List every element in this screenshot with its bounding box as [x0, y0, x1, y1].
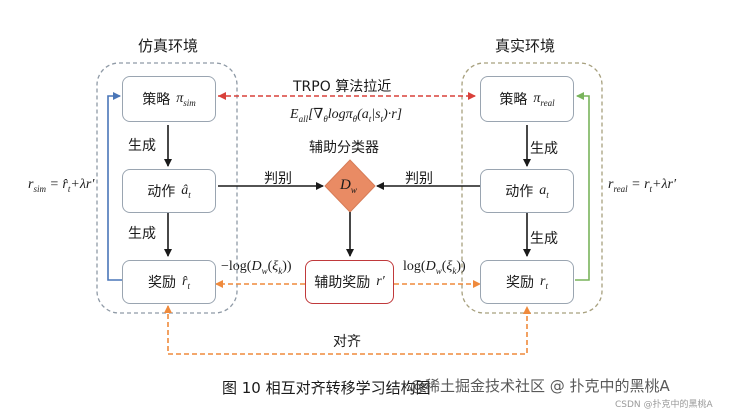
- real-action-symbol: at: [539, 182, 549, 200]
- real-action-box: 动作 at: [480, 169, 574, 213]
- sim-feedback-line: [107, 92, 122, 281]
- trpo-label: TRPO 算法拉近: [293, 79, 392, 95]
- real-reward-symbol: rt: [540, 273, 548, 291]
- aux-reward-label: 辅助奖励: [314, 275, 371, 291]
- real-policy-label: 策略: [499, 92, 528, 108]
- sim-action-symbol: ât: [181, 182, 191, 200]
- real-reward-box: 奖励 rt: [480, 260, 574, 304]
- sim-reward-box: 奖励 r̂t: [122, 260, 216, 304]
- watermark-csdn: CSDN @扑克中的黑桃A: [615, 400, 713, 410]
- aux-reward-symbol: r′: [376, 274, 385, 289]
- sim-reward-formula: rsim = r̂t+λr′: [28, 177, 95, 194]
- real-reward-label: 奖励: [506, 275, 535, 291]
- trpo-formula: Eall[∇θlogπθ(at|st)·r]: [290, 107, 403, 124]
- sim-policy-symbol: πsim: [176, 90, 196, 108]
- aux-reward-box: 辅助奖励 r′: [305, 260, 394, 304]
- trpo-arrow-left-head: [218, 92, 226, 100]
- sim-reward-symbol: r̂t: [182, 273, 190, 291]
- sim-env-title: 仿真环境: [138, 37, 199, 55]
- sim-generate-label-1: 生成: [128, 138, 156, 154]
- discriminator-symbol: Dw: [340, 177, 357, 195]
- sim-action-label: 动作: [147, 184, 176, 200]
- align-label: 对齐: [333, 334, 361, 350]
- align-line: [167, 306, 531, 355]
- sim-env-container: [96, 62, 238, 314]
- sim-policy-label: 策略: [142, 92, 171, 108]
- right-log-label: log(Dw(ξk)): [403, 259, 466, 276]
- real-policy-box: 策略 πreal: [480, 76, 574, 122]
- sim-judge-label: 判别: [264, 171, 292, 187]
- real-reward-formula: rreal = rt+λr′: [608, 177, 677, 194]
- real-action-label: 动作: [505, 184, 534, 200]
- watermark-main: @稀土掘金技术社区 @ 扑克中的黑桃A: [410, 377, 670, 395]
- real-generate-label-2: 生成: [530, 231, 558, 247]
- real-env-container: [461, 62, 603, 314]
- real-judge-label: 判别: [405, 171, 433, 187]
- real-generate-label-1: 生成: [530, 141, 558, 157]
- left-log-label: −log(Dw(ξk)): [221, 259, 292, 276]
- real-feedback-line: [575, 92, 590, 281]
- sim-generate-label-2: 生成: [128, 226, 156, 242]
- sim-action-box: 动作 ât: [122, 169, 216, 213]
- aux-classifier-label: 辅助分类器: [309, 140, 379, 156]
- sim-policy-box: 策略 πsim: [122, 76, 216, 122]
- figure-caption: 图 10 相互对齐转移学习结构图: [222, 379, 431, 397]
- real-env-title: 真实环境: [495, 37, 556, 55]
- sim-reward-label: 奖励: [148, 275, 177, 291]
- real-policy-symbol: πreal: [533, 90, 555, 108]
- align-line-left-head: [164, 305, 172, 313]
